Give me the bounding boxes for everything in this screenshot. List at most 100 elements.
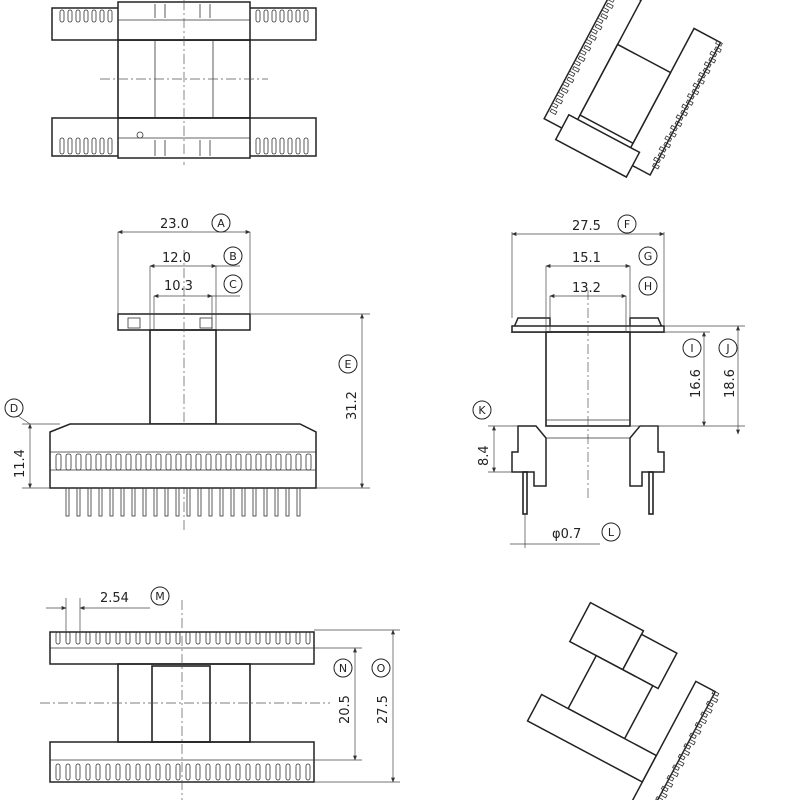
iso-pin: [699, 717, 708, 725]
iso-pin: [709, 50, 718, 58]
pin: [153, 487, 158, 517]
dim-m-value: 2.54: [100, 591, 129, 606]
slot: [265, 631, 271, 645]
slot: [305, 631, 311, 645]
iso-pin: [708, 56, 717, 64]
iso-pin: [715, 40, 723, 47]
iso-pin: [676, 760, 685, 767]
slot: [125, 631, 131, 645]
dim-n-ref: N: [339, 662, 347, 675]
slot: [275, 763, 281, 781]
iso-pin: [691, 88, 700, 96]
iso-pin: [606, 0, 615, 3]
pin: [186, 487, 191, 517]
slot: [287, 9, 293, 23]
iso-pin: [700, 711, 709, 718]
iso-pin: [714, 46, 722, 53]
iso-pin: [681, 103, 690, 111]
iso-pin: [711, 690, 720, 697]
slot: [235, 453, 242, 471]
slot: [215, 763, 221, 781]
iso-pin: [584, 38, 593, 46]
slot: [85, 453, 92, 471]
iso-pin: [694, 721, 703, 729]
iso-pin: [555, 97, 564, 105]
slot: [275, 453, 282, 471]
dim-b-ref: B: [229, 250, 237, 263]
pin: [197, 487, 202, 517]
slot: [85, 631, 91, 645]
slot: [295, 137, 301, 155]
pin: [285, 487, 290, 517]
slot: [215, 453, 222, 471]
slot: [235, 631, 241, 645]
slot: [67, 137, 73, 155]
slot: [255, 137, 261, 155]
iso-pin: [680, 109, 688, 117]
dim-g-value: 15.1: [572, 251, 601, 266]
iso-pin: [685, 99, 694, 106]
slot: [83, 137, 89, 155]
iso-pin: [653, 156, 661, 164]
pin: [65, 487, 70, 517]
slot: [165, 763, 171, 781]
dim-i-ref: I: [690, 342, 693, 355]
iso-pin: [577, 55, 586, 63]
slot: [115, 763, 121, 781]
side-view: 27.5 F 15.1 G 13.2 H I 16.6 J 18.6 K 8.4…: [472, 214, 745, 548]
iso-pin: [665, 781, 674, 788]
slot: [279, 9, 285, 23]
iso-pin: [600, 13, 609, 20]
pin: [98, 487, 103, 517]
slot: [225, 631, 231, 645]
slot: [85, 763, 91, 781]
dim-d-ref: D: [10, 402, 18, 415]
slot: [125, 763, 131, 781]
iso-pin: [561, 81, 570, 88]
dim-o-value: 27.5: [376, 695, 391, 724]
iso-pin: [698, 71, 706, 79]
iso-pin: [671, 770, 679, 778]
slot: [245, 453, 252, 471]
dim-l-value: φ0.7: [552, 527, 581, 542]
dim-m-ref: M: [155, 590, 165, 603]
iso-pin: [660, 785, 669, 793]
slot: [55, 453, 62, 471]
slot: [175, 453, 182, 471]
iso-pin: [710, 696, 719, 703]
iso-pin: [697, 78, 705, 85]
isometric-view-bottom: [526, 601, 720, 800]
slot: [55, 631, 61, 645]
slot: [155, 763, 161, 781]
slot: [255, 631, 261, 645]
dim-f-value: 27.5: [572, 219, 601, 234]
iso-pin: [583, 44, 592, 52]
slot: [91, 137, 97, 155]
iso-pin: [663, 141, 672, 149]
slot: [285, 453, 292, 471]
dim-o-ref: O: [377, 662, 386, 675]
pin: [263, 487, 268, 517]
iso-pin: [560, 87, 569, 94]
dim-g-ref: G: [644, 250, 653, 263]
dim-h-value: 13.2: [572, 281, 601, 296]
iso-pin: [566, 76, 575, 84]
slot: [165, 453, 172, 471]
front-view: 23.0 A 12.0 B 10.3 C E 31.2 D 11.4: [4, 213, 370, 530]
slot: [225, 763, 231, 781]
slot: [59, 137, 65, 155]
slot: [83, 9, 89, 23]
iso-pin: [655, 796, 664, 800]
slot: [105, 453, 112, 471]
slot: [305, 453, 312, 471]
slot: [185, 453, 192, 471]
isometric-view-top: [543, 0, 723, 179]
slot: [75, 137, 81, 155]
slot: [287, 137, 293, 155]
iso-pin: [595, 17, 604, 24]
slot: [145, 763, 151, 781]
pin: [208, 487, 213, 517]
slot: [195, 453, 202, 471]
bottom-view: 2.54 M N 20.5 O 27.5: [40, 586, 400, 800]
slot: [59, 9, 65, 23]
